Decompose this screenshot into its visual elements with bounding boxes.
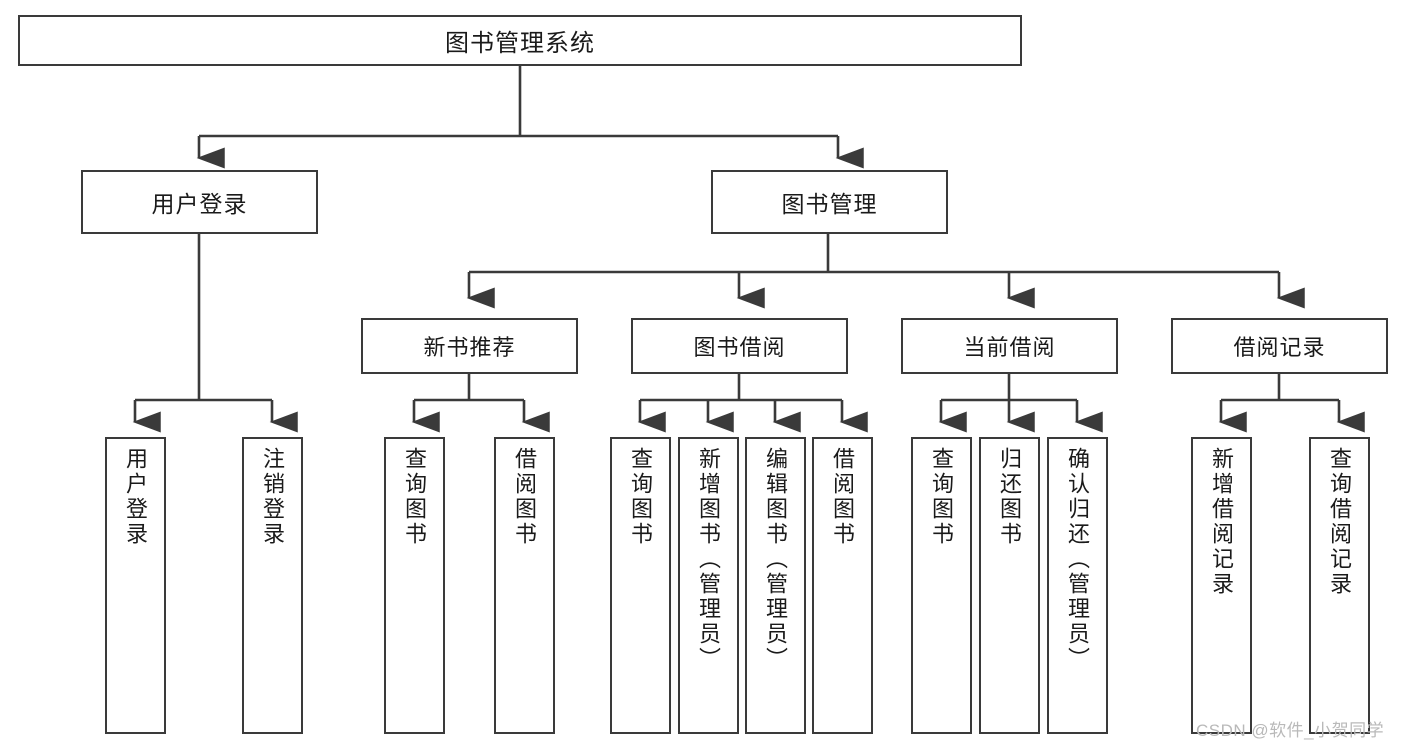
leaf-borrow-edit-book[interactable]: 编辑图书（管理员） (745, 437, 806, 734)
leaf-label: 查询图书 (628, 447, 654, 547)
node-root[interactable]: 图书管理系统 (18, 15, 1022, 66)
leaf-new-book-borrow[interactable]: 借阅图书 (494, 437, 555, 734)
node-new-book-recommend[interactable]: 新书推荐 (361, 318, 578, 374)
leaf-label: 查询借阅记录 (1327, 447, 1353, 597)
leaf-borrow-borrow-book[interactable]: 借阅图书 (812, 437, 873, 734)
node-new-book-recommend-label: 新书推荐 (423, 335, 516, 360)
leaf-label: 借阅图书 (512, 447, 538, 547)
leaf-label: 归还图书 (997, 447, 1023, 547)
leaf-label: 借阅图书 (830, 447, 856, 547)
node-current-borrow-label: 当前借阅 (963, 335, 1056, 360)
leaf-label: 用户登录 (123, 447, 149, 547)
node-user-login-label: 用户登录 (151, 191, 248, 217)
leaf-current-confirm-return[interactable]: 确认归还（管理员） (1047, 437, 1108, 734)
leaf-user-login-login[interactable]: 用户登录 (105, 437, 166, 734)
leaf-label: 注销登录 (260, 447, 286, 547)
leaf-current-query-book[interactable]: 查询图书 (911, 437, 972, 734)
node-book-management[interactable]: 图书管理 (711, 170, 948, 234)
leaf-label: 新增图书（管理员） (696, 447, 722, 672)
node-borrow-record[interactable]: 借阅记录 (1171, 318, 1388, 374)
node-root-label: 图书管理系统 (445, 30, 595, 57)
leaf-label: 确认归还（管理员） (1065, 447, 1091, 672)
node-book-borrow[interactable]: 图书借阅 (631, 318, 848, 374)
leaf-borrow-add-book[interactable]: 新增图书（管理员） (678, 437, 739, 734)
leaf-user-login-logout[interactable]: 注销登录 (242, 437, 303, 734)
leaf-label: 查询图书 (402, 447, 428, 547)
leaf-borrow-query-book[interactable]: 查询图书 (610, 437, 671, 734)
leaf-record-query[interactable]: 查询借阅记录 (1309, 437, 1370, 734)
node-book-management-label: 图书管理 (781, 191, 878, 217)
leaf-label: 编辑图书（管理员） (763, 447, 789, 672)
node-book-borrow-label: 图书借阅 (693, 335, 786, 360)
leaf-label: 查询图书 (929, 447, 955, 547)
leaf-record-add[interactable]: 新增借阅记录 (1191, 437, 1252, 734)
node-current-borrow[interactable]: 当前借阅 (901, 318, 1118, 374)
node-user-login[interactable]: 用户登录 (81, 170, 318, 234)
leaf-current-return-book[interactable]: 归还图书 (979, 437, 1040, 734)
node-borrow-record-label: 借阅记录 (1233, 335, 1326, 360)
leaf-label: 新增借阅记录 (1209, 447, 1235, 597)
watermark: CSDN @软件_小贺同学 (1196, 721, 1385, 740)
leaf-new-book-query[interactable]: 查询图书 (384, 437, 445, 734)
